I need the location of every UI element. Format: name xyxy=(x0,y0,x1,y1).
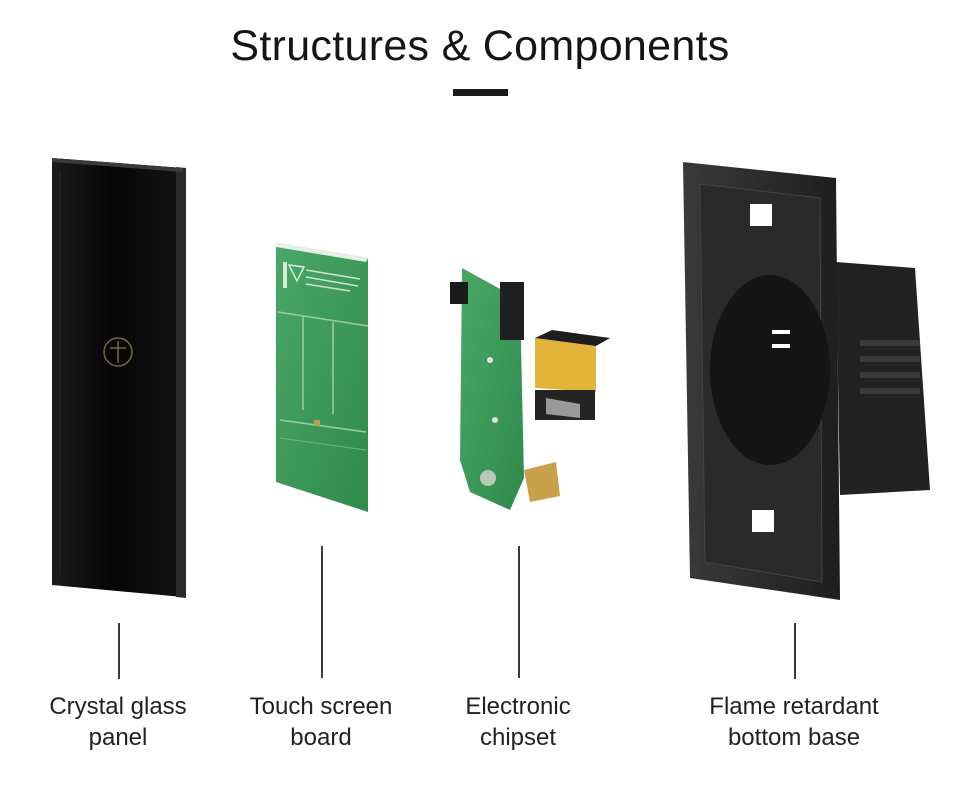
label-line-2: board xyxy=(290,724,352,751)
leader-line-glass-panel xyxy=(118,623,120,679)
label-electronic-chipset: Electronic chipset xyxy=(418,691,618,753)
label-line-2: chipset xyxy=(479,724,557,751)
label-line-1: Touch screen xyxy=(249,693,393,720)
touch-screen-board-image xyxy=(276,243,369,512)
leader-line-bottom-base xyxy=(794,623,796,679)
label-line-1: Flame retardant xyxy=(709,693,879,720)
crystal-glass-panel-image xyxy=(52,158,186,598)
bottom-base-image xyxy=(683,162,930,600)
electronic-chipset-image xyxy=(450,268,610,510)
leader-line-chipset xyxy=(518,546,520,678)
page-title: Structures & Components xyxy=(230,22,730,70)
label-flame-retardant-base: Flame retardant bottom base xyxy=(684,691,904,753)
label-touch-screen-board: Touch screen board xyxy=(221,691,421,753)
label-line-1: Crystal glass xyxy=(49,693,187,720)
leader-line-touch-board xyxy=(321,546,323,678)
label-line-1: Electronic xyxy=(465,693,571,720)
label-crystal-glass-panel: Crystal glass panel xyxy=(18,691,218,753)
label-line-2: panel xyxy=(88,724,148,751)
label-line-2: bottom base xyxy=(727,724,861,751)
touch-button-icon xyxy=(103,337,133,367)
title-underline xyxy=(453,89,508,96)
